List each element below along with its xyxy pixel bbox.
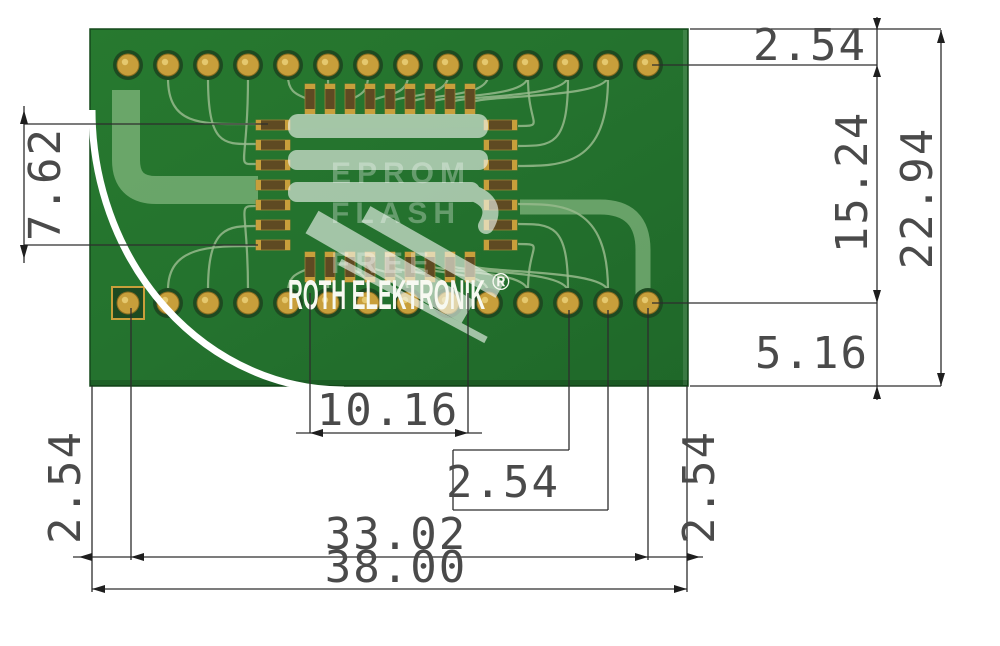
smd-pad [444, 83, 456, 115]
through-hole-pad [193, 288, 223, 318]
through-hole-pad [111, 286, 145, 320]
smd-pad [255, 119, 291, 131]
signal-trace [517, 202, 610, 291]
through-hole-pad [553, 50, 583, 80]
smd-pad [483, 159, 518, 171]
signal-trace [517, 242, 535, 291]
signal-trace [517, 77, 570, 148]
logo-bar [288, 150, 488, 170]
smd-pad [324, 83, 336, 115]
smd-pad [483, 239, 518, 251]
smd-pad [304, 251, 316, 283]
signal-trace [517, 77, 535, 128]
signal-trace [468, 75, 610, 106]
smd-pad [255, 139, 291, 151]
watermark-text-eprom: EPROM [331, 157, 471, 190]
signal-trace [517, 77, 610, 168]
logo-bowl-hook [462, 184, 499, 234]
smd-pad [255, 159, 291, 171]
dim-hole-pitch: 2.54 [446, 457, 560, 508]
smd-pad [483, 179, 518, 191]
through-hole-pads [111, 50, 663, 320]
through-hole-pad [473, 50, 503, 80]
signal-trace [206, 224, 257, 291]
through-hole-pad [193, 50, 223, 80]
wide-trace [520, 199, 651, 298]
smd-pad [404, 83, 416, 115]
through-hole-pad [313, 288, 343, 318]
watermark-text-flash: FLASH [331, 197, 461, 230]
smd-pad [255, 199, 291, 211]
board-edge-highlight [683, 30, 687, 385]
signal-trace [517, 222, 570, 291]
signal-trace [166, 244, 257, 291]
through-hole-pad [313, 50, 343, 80]
dim-smd-span: 10.16 [317, 385, 459, 436]
logo-bar [288, 182, 480, 202]
dimension-annotations: 2.54 15.24 22.94 7.62 5.16 10.16 2.54 2.… [20, 17, 945, 593]
smd-pad [364, 83, 376, 115]
through-hole-pad [393, 50, 423, 80]
smd-pad [424, 83, 436, 115]
smd-pad [483, 119, 518, 131]
smd-pad [483, 139, 518, 151]
smd-pad [384, 83, 396, 115]
brand-silkscreen-text: ROTH ELEKTRONIK [288, 271, 485, 318]
through-hole-pad [593, 50, 623, 80]
through-hole-pad [353, 288, 383, 318]
dim-left-margin: 2.54 [40, 430, 91, 544]
smd-pad [255, 219, 291, 231]
logo-leg [305, 210, 475, 324]
smd-pad [255, 239, 291, 251]
watermark-text-free: FREE [331, 247, 435, 280]
logo-leg [361, 206, 505, 298]
smd-pad [464, 83, 476, 115]
dim-board-height: 22.94 [892, 127, 943, 269]
dim-board-width: 38.00 [325, 542, 467, 593]
logo-swoosh-line [338, 258, 488, 344]
board-bottom-shadow [90, 380, 688, 386]
smd-pad [344, 83, 356, 115]
roth-logo-watermark [288, 114, 505, 344]
through-hole-pad [433, 50, 463, 80]
through-hole-pad [273, 288, 303, 318]
white-swoosh-arc [88, 109, 345, 394]
through-hole-pad [233, 50, 263, 80]
signal-trace [242, 77, 257, 166]
through-hole-pad [273, 50, 303, 80]
dim-side-pad-span: 7.62 [20, 127, 71, 241]
through-hole-pad [233, 288, 263, 318]
registered-trademark-symbol: ® [492, 269, 510, 296]
through-hole-pad [553, 288, 583, 318]
dim-hole-row-span: 33.02 [325, 509, 467, 560]
through-hole-pad [353, 50, 383, 80]
smd-pad [255, 179, 291, 191]
through-hole-pad [513, 288, 543, 318]
signal-trace [243, 204, 257, 291]
through-hole-pad [633, 288, 663, 318]
through-hole-pad [513, 50, 543, 80]
dimension-lines [23, 17, 942, 592]
pcb-board-photo: EPROM FLASH FREE ROTH ELEKTRONIK ® [88, 28, 689, 394]
dim-pad-offset-top: 2.54 [753, 20, 867, 71]
dim-right-margin: 2.54 [674, 430, 725, 544]
dim-bottom-offset: 5.16 [755, 328, 869, 379]
logo-bar [288, 114, 488, 138]
through-hole-pad [113, 50, 143, 80]
dim-row-spacing: 15.24 [827, 111, 878, 253]
wide-trace [112, 90, 258, 204]
through-hole-pad [153, 50, 183, 80]
signal-trace [206, 77, 257, 146]
smd-pad [324, 251, 336, 283]
smd-pad [304, 83, 316, 115]
through-hole-pad [593, 288, 623, 318]
inner-layer-traces [112, 90, 651, 298]
